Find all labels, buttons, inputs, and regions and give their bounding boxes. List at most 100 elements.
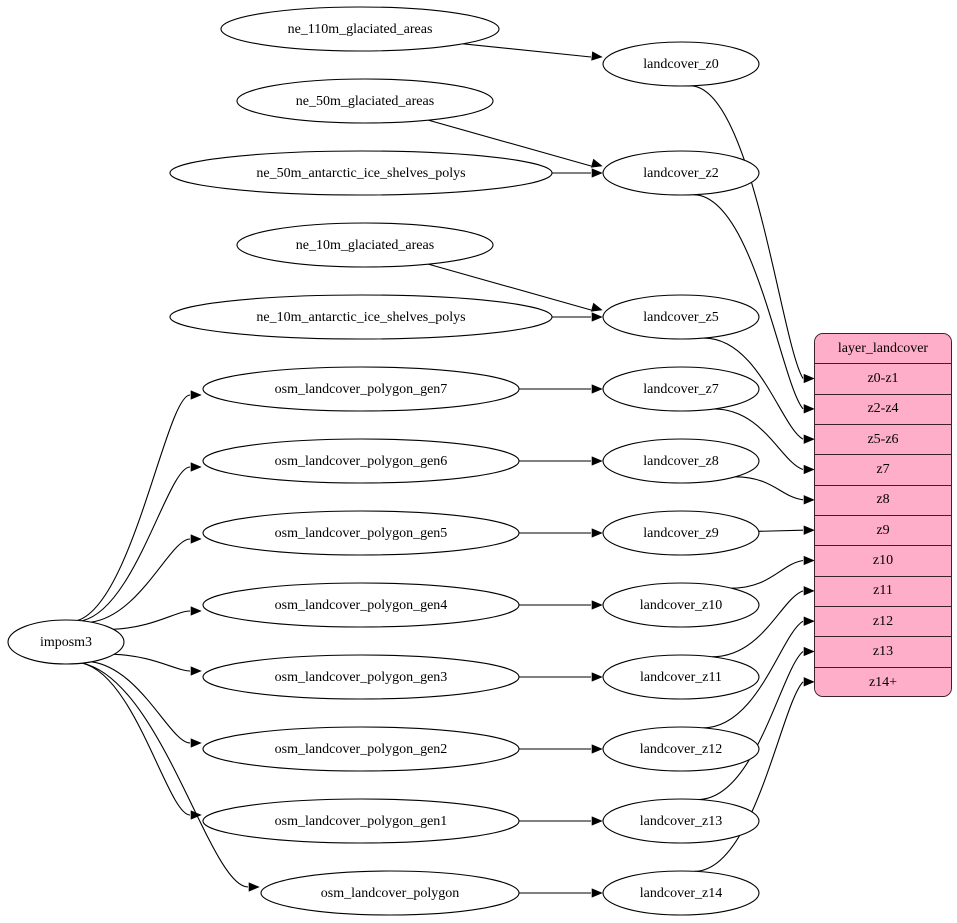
node-landcover_z13[interactable]: landcover_z13 xyxy=(602,798,760,844)
edge xyxy=(114,653,191,672)
edge-arrowhead xyxy=(591,672,603,682)
edge xyxy=(702,620,804,729)
edge xyxy=(77,394,191,621)
edge-arrowhead xyxy=(803,495,815,505)
edge-arrowhead xyxy=(803,373,815,384)
node-ellipse-shape xyxy=(169,150,553,196)
edge-arrowhead xyxy=(803,464,815,475)
node-ellipse-shape xyxy=(202,582,520,628)
node-landcover_z9[interactable]: landcover_z9 xyxy=(602,510,760,556)
node-label: landcover_z7 xyxy=(643,382,718,397)
node-layer: imposm3 ne_110m_glaciated_areas ne_50m_gla… xyxy=(7,6,760,916)
edge xyxy=(428,263,592,311)
node-ellipse-shape xyxy=(602,510,760,556)
node-landcover_z5[interactable]: landcover_z5 xyxy=(602,294,760,340)
layer-table-row[interactable]: z2-z4 xyxy=(815,394,951,425)
edge xyxy=(697,651,804,801)
node-osm_landcover_polygon_gen2[interactable]: osm_landcover_polygon_gen2 xyxy=(202,726,520,772)
edge xyxy=(703,337,804,440)
node-label: landcover_z8 xyxy=(643,454,718,469)
node-ellipse-shape xyxy=(602,294,760,340)
node-ne_110m_glaciated_areas[interactable]: ne_110m_glaciated_areas xyxy=(220,6,500,52)
edge-arrowhead xyxy=(591,600,603,610)
layer-table-row[interactable]: z12 xyxy=(815,606,951,638)
node-landcover_z2[interactable]: landcover_z2 xyxy=(602,150,760,196)
node-label: ne_110m_glaciated_areas xyxy=(288,22,433,37)
edge-arrowhead xyxy=(190,390,202,400)
edge-arrowhead xyxy=(803,586,815,596)
edge-arrowhead xyxy=(591,744,603,754)
node-landcover_z10[interactable]: landcover_z10 xyxy=(602,582,760,628)
edge-layer xyxy=(77,43,815,898)
edge xyxy=(82,662,191,816)
node-ellipse-shape xyxy=(602,150,760,196)
node-imposm3[interactable]: imposm3 xyxy=(7,619,125,665)
node-ellipse-shape xyxy=(236,222,494,268)
node-ellipse-shape xyxy=(602,798,760,844)
node-osm_landcover_polygon_gen3[interactable]: osm_landcover_polygon_gen3 xyxy=(202,654,520,700)
layer-table-row[interactable]: z9 xyxy=(815,515,951,547)
edge xyxy=(694,681,804,872)
node-label: landcover_z10 xyxy=(640,598,722,613)
layer-table-row[interactable]: z5-z6 xyxy=(815,424,951,456)
layer-table-row[interactable]: z7 xyxy=(815,455,951,486)
edge-arrowhead xyxy=(590,158,603,168)
node-label: landcover_z12 xyxy=(640,742,722,757)
node-osm_landcover_polygon[interactable]: osm_landcover_polygon xyxy=(260,870,520,916)
node-ellipse-shape xyxy=(202,438,520,484)
edge xyxy=(90,538,191,623)
node-ellipse-shape xyxy=(169,294,553,340)
node-landcover_z12[interactable]: landcover_z12 xyxy=(602,726,760,772)
node-ellipse-shape xyxy=(202,510,520,556)
edge xyxy=(713,408,804,471)
node-label: landcover_z14 xyxy=(640,886,722,901)
edge-arrowhead xyxy=(190,462,202,472)
edge xyxy=(428,119,592,167)
node-label: osm_landcover_polygon_gen1 xyxy=(275,814,448,829)
node-osm_landcover_polygon_gen4[interactable]: osm_landcover_polygon_gen4 xyxy=(202,582,520,628)
layer-table-row[interactable]: z14+ xyxy=(815,667,951,696)
edge-arrowhead xyxy=(803,434,815,444)
edge xyxy=(82,662,249,888)
layer-table-row[interactable]: z8 xyxy=(815,485,951,516)
node-osm_landcover_polygon_gen6[interactable]: osm_landcover_polygon_gen6 xyxy=(202,438,520,484)
node-ellipse-shape xyxy=(602,41,760,87)
node-ellipse-shape xyxy=(260,870,520,916)
node-landcover_z8[interactable]: landcover_z8 xyxy=(602,438,760,484)
node-osm_landcover_polygon_gen5[interactable]: osm_landcover_polygon_gen5 xyxy=(202,510,520,556)
node-landcover_z14[interactable]: landcover_z14 xyxy=(602,870,760,916)
edge-arrowhead xyxy=(803,677,815,687)
edge-arrowhead xyxy=(803,525,815,535)
edge xyxy=(81,466,191,622)
node-osm_landcover_polygon_gen1[interactable]: osm_landcover_polygon_gen1 xyxy=(202,798,520,844)
edge-arrowhead xyxy=(803,555,815,566)
edge-arrowhead xyxy=(591,888,603,898)
node-label: ne_10m_antarctic_ice_shelves_polys xyxy=(256,310,465,325)
node-ne_10m_antarctic_ice_shelves_polys[interactable]: ne_10m_antarctic_ice_shelves_polys xyxy=(169,294,553,340)
node-landcover_z11[interactable]: landcover_z11 xyxy=(602,654,760,700)
layer-table-row[interactable]: z11 xyxy=(815,576,951,607)
edge xyxy=(690,85,804,379)
layer-table-row[interactable]: z0-z1 xyxy=(815,364,951,395)
layer-table-row[interactable]: z13 xyxy=(815,637,951,668)
edge xyxy=(712,590,804,658)
node-ne_50m_glaciated_areas[interactable]: ne_50m_glaciated_areas xyxy=(236,78,494,124)
node-ellipse-shape xyxy=(202,798,520,844)
node-label: osm_landcover_polygon_gen6 xyxy=(275,454,448,469)
node-ne_50m_antarctic_ice_shelves_polys[interactable]: ne_50m_antarctic_ice_shelves_polys xyxy=(169,150,553,196)
node-ne_10m_glaciated_areas[interactable]: ne_10m_glaciated_areas xyxy=(236,222,494,268)
node-label: landcover_z13 xyxy=(640,814,722,829)
node-landcover_z7[interactable]: landcover_z7 xyxy=(602,366,760,412)
node-label: ne_10m_glaciated_areas xyxy=(296,238,434,253)
node-ellipse-shape xyxy=(236,78,494,124)
node-osm_landcover_polygon_gen7[interactable]: osm_landcover_polygon_gen7 xyxy=(202,366,520,412)
node-ellipse-shape xyxy=(602,438,760,484)
edge-arrowhead xyxy=(591,456,603,466)
edge-arrowhead xyxy=(590,302,603,312)
node-landcover_z0[interactable]: landcover_z0 xyxy=(602,41,760,87)
layer-table-row[interactable]: z10 xyxy=(815,546,951,577)
edge-arrowhead xyxy=(591,384,603,394)
node-label: osm_landcover_polygon xyxy=(321,886,459,901)
